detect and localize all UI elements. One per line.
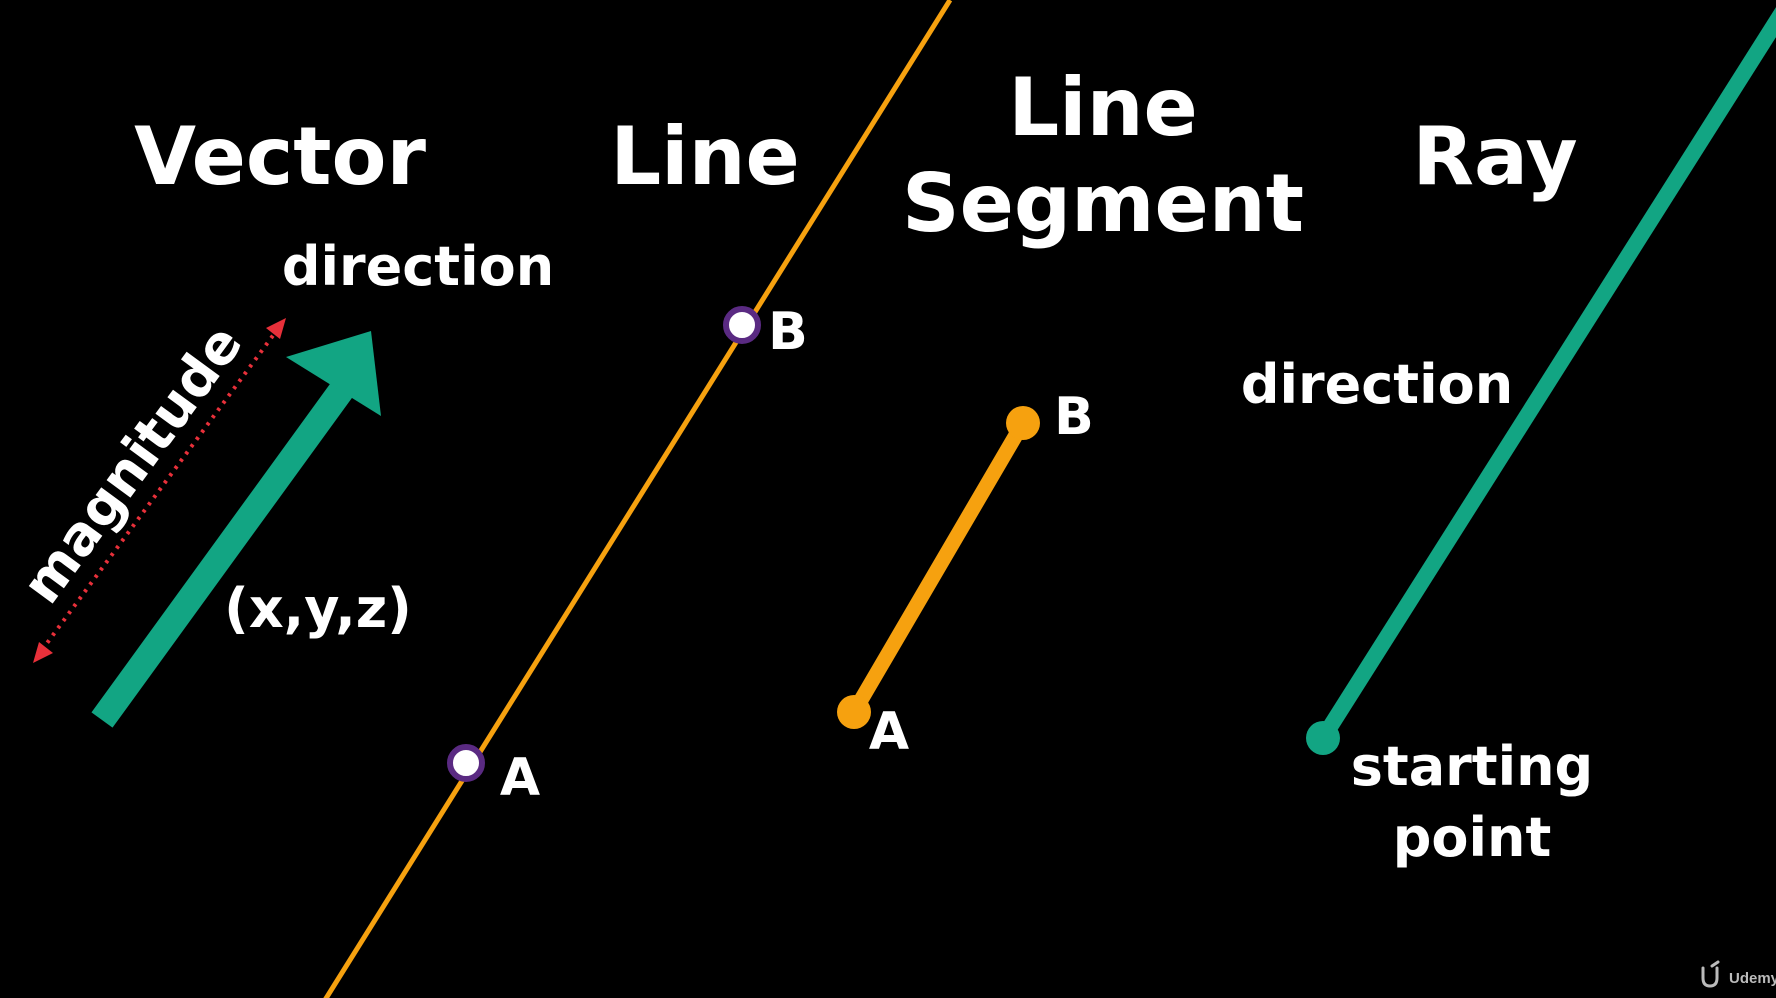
segment-endpoint-a	[837, 695, 871, 729]
segment-point-b-label: B	[1054, 387, 1094, 447]
udemy-brand-label: Udemy	[1729, 970, 1776, 987]
ray-direction-label: direction	[1241, 353, 1513, 416]
vector-direction-label: direction	[282, 235, 554, 298]
heading-ray: Ray	[1412, 110, 1577, 203]
line-point-a	[447, 744, 485, 782]
vector-coordinates-label: (x,y,z)	[224, 577, 412, 640]
line-point-b-label: B	[768, 302, 808, 362]
magnitude-arrowhead-bottom	[33, 642, 53, 663]
infinite-line	[323, 0, 953, 998]
segment-endpoint-b	[1006, 406, 1040, 440]
heading-segment-line2: Segment	[902, 157, 1304, 250]
segment-line	[846, 415, 1031, 720]
vector-arrow-shaft	[91, 376, 357, 728]
magnitude-arrowhead-top	[266, 318, 286, 339]
udemy-logo-icon	[1701, 960, 1720, 988]
udemy-watermark: Udemy	[1701, 960, 1776, 988]
ray-start-label-line1: starting	[1351, 735, 1593, 798]
heading-vector: Vector	[134, 110, 426, 203]
heading-segment-line1: Line	[1008, 61, 1198, 154]
vector-arrowhead	[286, 331, 381, 416]
ray-line	[1316, 7, 1776, 743]
segment-point-a-label: A	[869, 702, 909, 762]
ray-start-point	[1306, 721, 1340, 755]
magnitude-dotted-line	[40, 328, 279, 652]
ray-start-label-line2: point	[1393, 806, 1552, 869]
line-point-a-label: A	[500, 748, 540, 808]
line-point-b	[723, 306, 761, 344]
heading-line: Line	[610, 110, 800, 203]
